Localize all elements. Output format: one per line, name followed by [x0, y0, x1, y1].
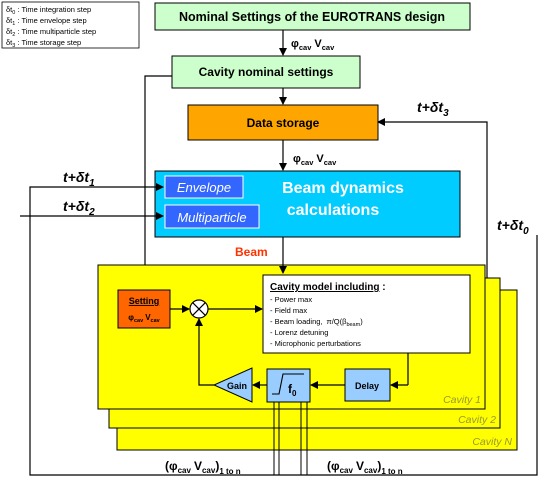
beam-dynamics-label-2: calculations — [287, 202, 380, 219]
beam-dynamics-label-1: Beam dynamics — [282, 180, 404, 197]
legend-item-0: δt0 : Time integration step — [6, 5, 91, 16]
multiparticle-box — [164, 204, 260, 229]
output-lines — [273, 402, 308, 475]
cavity-nominal-box — [171, 55, 361, 89]
cavity-model-item-0: - Power max — [270, 295, 312, 304]
data-storage-label: Data storage — [247, 116, 320, 130]
cavity-model-item-4: - Microphonic perturbations — [270, 339, 361, 348]
cavity-n-label: Cavity N — [472, 436, 512, 448]
beam-label: Beam — [235, 245, 268, 259]
setting-label: Setting — [129, 296, 160, 306]
delay-box — [344, 368, 391, 402]
legend-item-2: δt2 : Time multiparticle step — [6, 27, 96, 38]
arrow-t-dt1 — [29, 183, 164, 455]
nominal-settings-label: Nominal Settings of the EUROTRANS design — [179, 10, 445, 24]
data-storage-box — [187, 104, 379, 141]
gain-label: Gain — [227, 381, 247, 391]
cavity-2-label: Cavity 2 — [458, 414, 496, 426]
filter-label: f0 — [288, 382, 297, 398]
t-dt2-label: t+δt2 — [63, 198, 95, 218]
envelope-label: Envelope — [177, 180, 231, 195]
summing-junction — [189, 299, 209, 319]
cavity-1-label: Cavity 1 — [443, 394, 481, 406]
legend-item-1: δt1 : Time envelope step — [6, 16, 87, 27]
cavity-model-item-2: - Beam loading,π/Q(βbeam) — [270, 317, 363, 328]
legend-frame — [1, 1, 140, 49]
cavity-model-box — [262, 274, 471, 354]
envelope-box — [164, 175, 244, 199]
line-t-dt0-loop — [29, 235, 538, 476]
t-dt3-label: t+δt3 — [417, 99, 449, 119]
filter-curve — [272, 373, 304, 395]
arrow-gain-to-sum — [195, 318, 214, 386]
t-dt0-label: t+δt0 — [497, 217, 529, 237]
t-dt1-label: t+δt1 — [63, 169, 95, 189]
setting-box — [117, 289, 171, 329]
cavity-model-title: Cavity model including : — [270, 282, 386, 293]
legend-item-3: δt3 : Time storage step — [6, 38, 81, 49]
multiparticle-label: Multiparticle — [177, 210, 246, 225]
gain-triangle — [212, 367, 253, 403]
arrow-nominal-to-setting — [141, 75, 172, 289]
cavity-model-item-3: - Lorenz detuning — [270, 328, 328, 337]
legend: δt0 : Time integration step δt1 : Time e… — [1, 1, 140, 49]
cavity-model-item-1: - Field max — [270, 306, 307, 315]
delay-label: Delay — [355, 381, 379, 391]
nominal-settings-box — [154, 2, 471, 31]
cavity-nominal-label: Cavity nominal settings — [199, 65, 334, 79]
